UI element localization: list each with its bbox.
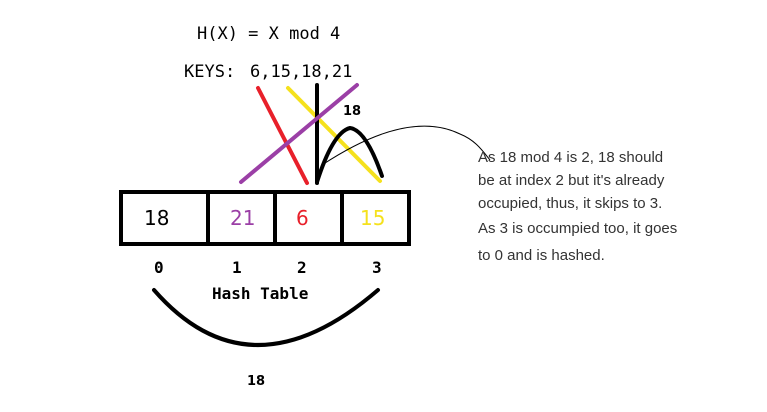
probe-arc-2-to-3: [315, 125, 384, 184]
probe-label-18: 18: [343, 104, 362, 119]
cell-value-1: 21: [230, 206, 256, 230]
cell-index-1: 1: [232, 258, 242, 277]
cell-value-0: 18: [144, 206, 170, 230]
note-line: to 0 and is hashed.: [478, 247, 605, 264]
cell-index-0: 0: [154, 258, 164, 277]
cell-value-2: 6: [296, 206, 309, 230]
hash-formula: H(X) = X mod 4: [197, 24, 341, 44]
key-21-line: [239, 83, 359, 184]
cell-index-2: 2: [297, 258, 307, 277]
key-6-line: [256, 86, 309, 185]
keys-values: 6,15,18,21: [250, 62, 353, 82]
cell-index-3: 3: [372, 258, 382, 277]
key-15-line: [286, 86, 382, 183]
note-line: As 3 is occumpied too, it goes: [478, 220, 678, 237]
cell-value-3: 15: [360, 206, 386, 230]
hash-table-outline: [119, 190, 411, 246]
hash-table-label: Hash Table: [212, 284, 309, 303]
keys-label: KEYS:: [184, 62, 236, 82]
note-line: occupied, thus, it skips to 3.: [478, 195, 663, 212]
wraparound-label-18: 18: [247, 374, 266, 389]
callout-connector: [321, 125, 491, 166]
explanation-note: As 18 mod 4 is 2, 18 should be at index …: [478, 146, 677, 267]
note-line: As 18 mod 4 is 2, 18 should: [478, 149, 664, 166]
hash-table-boxes: [119, 190, 411, 246]
note-line: be at index 2 but it's already: [478, 172, 665, 189]
wraparound-arc-3-to-0: [152, 288, 380, 347]
